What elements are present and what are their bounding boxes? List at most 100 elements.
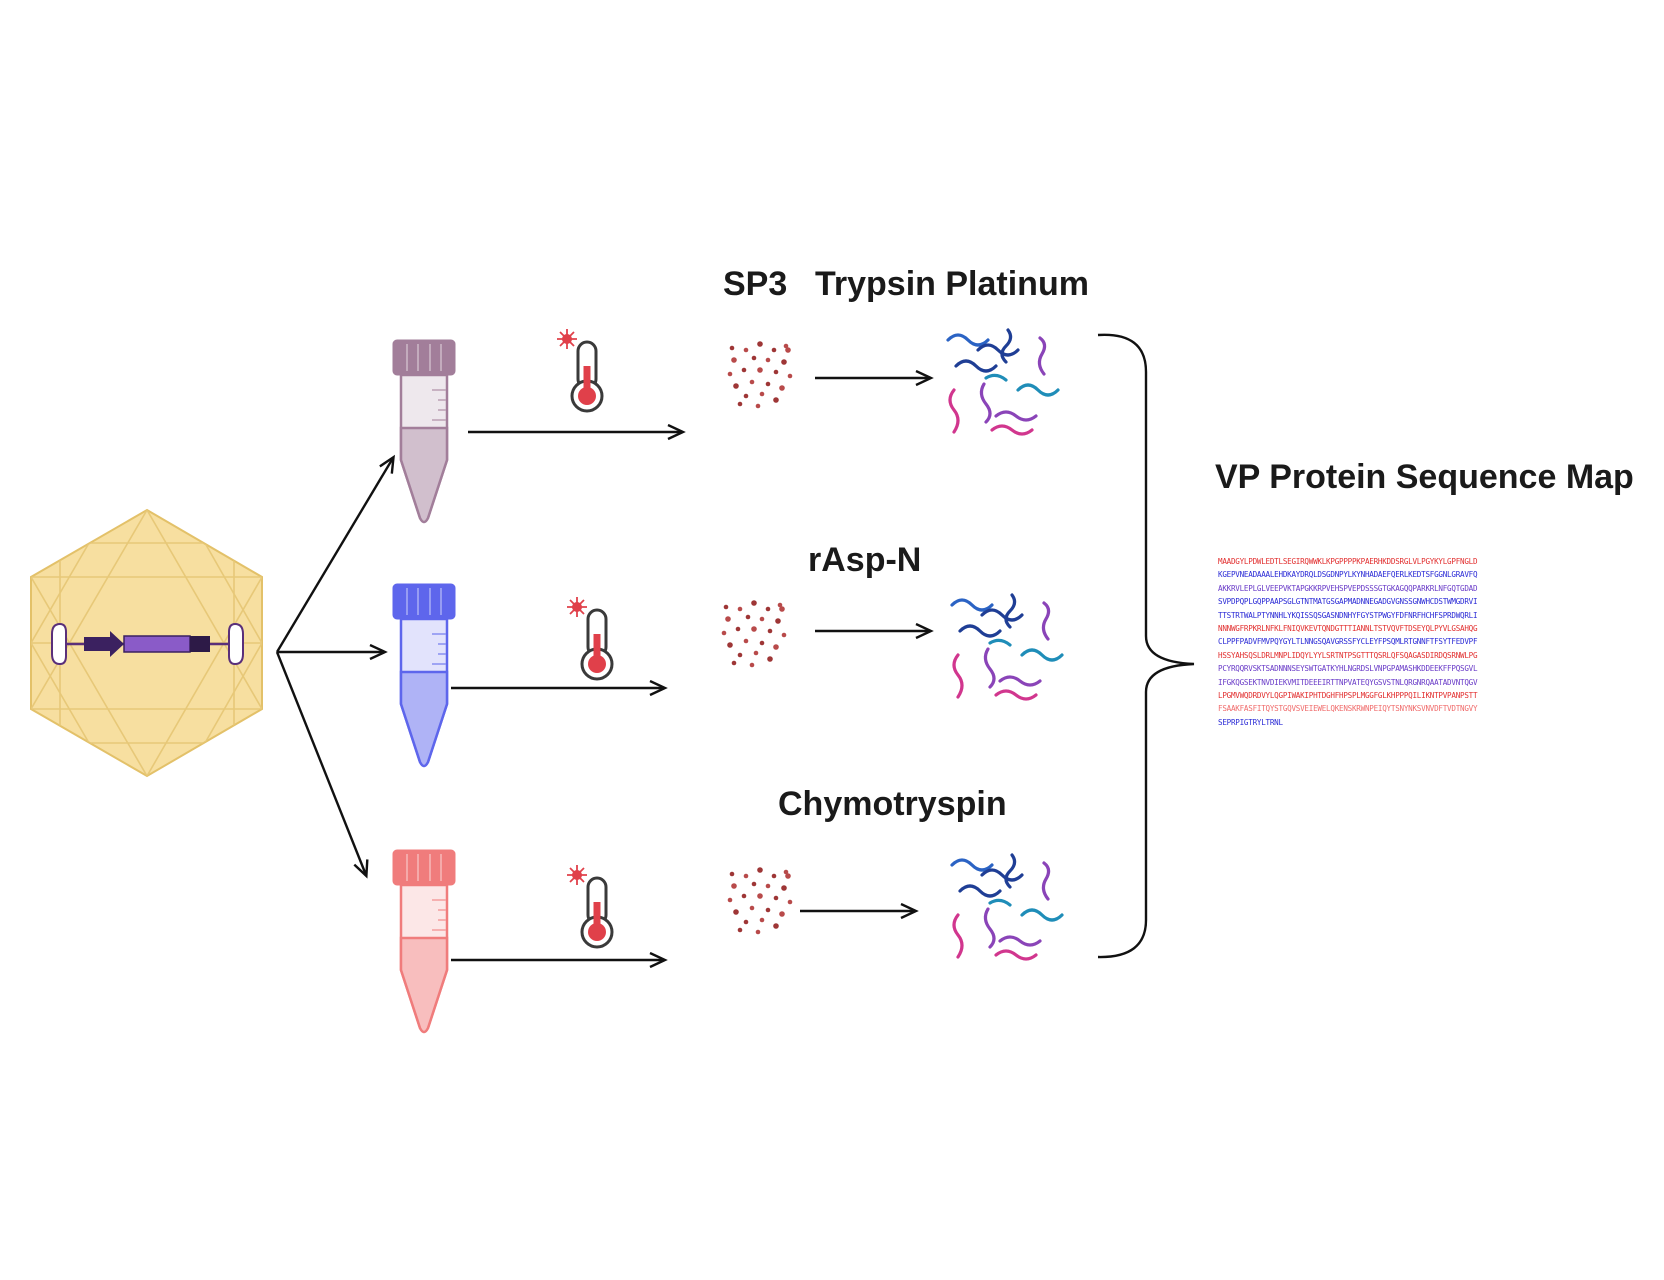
sp3-beads-icon	[727, 341, 793, 409]
peptide-strand	[994, 949, 1038, 961]
bead	[733, 909, 739, 915]
peptide-strand	[994, 689, 1038, 701]
bead	[765, 606, 771, 612]
sp3-beads-icon	[727, 867, 793, 935]
peptide-strand	[1004, 593, 1017, 629]
peptide-strand	[946, 333, 990, 347]
bead	[749, 379, 755, 385]
sequence-line: IFGKQGSEKTNVDIEKVMITDEEEIRTTNPVATEQYGSVS…	[1218, 677, 1478, 687]
bead	[743, 873, 749, 879]
bead	[773, 369, 779, 375]
bead	[757, 367, 763, 373]
peptide-strand	[948, 388, 960, 434]
sequence-line: FSAAKFASFITQYSTGQVSVEIEWELQKENSKRWNPEIQY…	[1218, 704, 1478, 714]
bead	[773, 644, 779, 650]
sequence-line: KGEPVNEADAAALEHDKAYDRQLDSGDNPYLKYNHADAEF…	[1218, 570, 1478, 580]
bead	[781, 632, 787, 638]
bead	[733, 383, 739, 389]
bead	[781, 885, 787, 891]
peptide-strand	[984, 373, 1008, 382]
peptide-strand	[990, 424, 1034, 436]
bead	[787, 373, 793, 379]
bead	[723, 604, 729, 610]
sp3-beads-icon	[721, 600, 787, 668]
sample-tube-3	[392, 849, 456, 1034]
bead	[759, 640, 765, 646]
sequence-line: SEPRPIGTRYLTRNL	[1218, 717, 1283, 727]
digestion-arrows	[800, 378, 930, 911]
sequence-line: NNNWGFRPKRLNFKLFNIQVKEVTQNDGTTTIANNLTSTV…	[1218, 624, 1478, 634]
bead	[767, 656, 773, 662]
peptides-icon	[950, 853, 1064, 961]
peptide-strand	[998, 935, 1042, 947]
peptide-strand	[954, 359, 998, 373]
bead	[773, 895, 779, 901]
peptide-strand	[952, 653, 964, 699]
sequence-line: SVPDPQPLGQPPAAPSGLGTNTMATGSGAPMADNNEGADG…	[1218, 597, 1478, 607]
sequence-line: TTSTRTWALPTYNNHLYKQISSQSGASNDNHYFGYSTPWG…	[1218, 610, 1478, 620]
bead	[729, 345, 735, 351]
bead	[741, 367, 747, 373]
peptide-strand	[950, 598, 994, 612]
peptides-icon	[950, 593, 1064, 701]
sp3-label: SP3	[723, 265, 788, 303]
bead	[759, 616, 765, 622]
bead	[721, 630, 727, 636]
peptide-strand	[1041, 861, 1051, 901]
bead	[785, 347, 791, 353]
bead	[737, 927, 743, 933]
peptide-strand	[1020, 648, 1064, 662]
bead	[773, 397, 779, 403]
sequence-line: CLPPFPADVFMVPQYGYLTLNNGSQAVGRSSFYCLEYFPS…	[1218, 637, 1478, 647]
bead	[755, 403, 761, 409]
rasp-n-label: rAsp-N	[808, 541, 922, 579]
peptide-strand	[983, 907, 996, 949]
peptide-strand	[980, 868, 1024, 882]
bead	[757, 341, 763, 347]
bead	[779, 385, 785, 391]
bead	[787, 899, 793, 905]
bead	[773, 923, 779, 929]
bead	[785, 873, 791, 879]
sequence-line: HSSYAHSQSLDRLMNPLIDQYLYYLSRTNTPSGTTTQSRL…	[1218, 650, 1478, 660]
bead	[775, 618, 781, 624]
bead	[771, 873, 777, 879]
bead	[731, 357, 737, 363]
bead	[727, 642, 733, 648]
peptide-strand	[1000, 328, 1013, 364]
bead	[741, 893, 747, 899]
bead	[781, 359, 787, 365]
peptide-strand	[952, 913, 964, 959]
bead	[737, 401, 743, 407]
bead	[759, 917, 765, 923]
bead	[779, 606, 785, 612]
bead	[727, 897, 733, 903]
bead	[729, 871, 735, 877]
bead	[755, 929, 761, 935]
peptide-strand	[1004, 853, 1017, 889]
peptide-strand	[998, 675, 1042, 687]
peptide-strand	[958, 884, 1002, 898]
sequence-line: LPGMVWQDRDVYLQGPIWAKIPHTDGHFHPSPLMGGFGLK…	[1218, 691, 1478, 701]
bead	[783, 869, 789, 875]
tube-output-arrows	[451, 432, 682, 960]
trypsin-platinum-label: Trypsin Platinum	[815, 265, 1089, 303]
peptide-strand	[1020, 908, 1064, 922]
peptide-strand	[979, 382, 992, 424]
peptide-strand	[1041, 601, 1051, 641]
peptide-strand	[980, 608, 1024, 622]
bead	[771, 347, 777, 353]
bead	[735, 626, 741, 632]
sample-tube-2	[392, 583, 456, 768]
bead	[743, 919, 749, 925]
peptide-strand	[983, 647, 996, 689]
heat-thermometer-icon	[567, 597, 614, 681]
bead	[783, 343, 789, 349]
bead	[777, 602, 783, 608]
peptide-strand	[1016, 383, 1060, 397]
heat-thermometer-icon	[567, 865, 614, 949]
bead	[751, 881, 757, 887]
bead	[751, 355, 757, 361]
bead	[737, 652, 743, 658]
